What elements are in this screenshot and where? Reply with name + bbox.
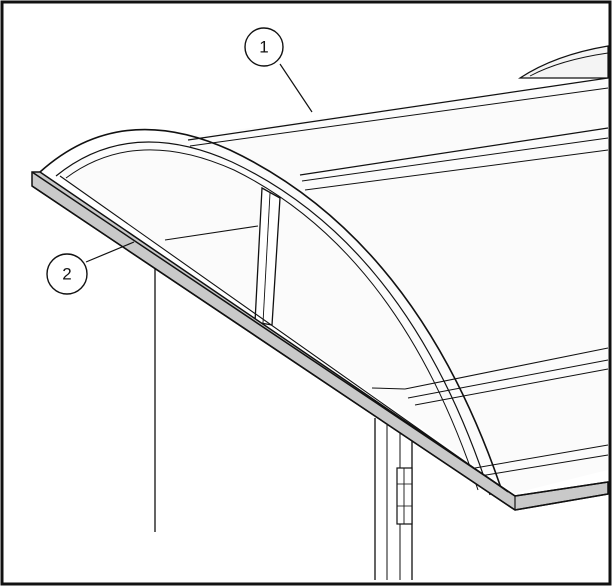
ridge-line-mid-a xyxy=(299,127,609,176)
rear-hump-inner xyxy=(529,52,609,77)
arch-inner-curve-a xyxy=(55,141,491,496)
glazing-lower-rail-b xyxy=(479,454,609,477)
callout-1-circle xyxy=(244,27,284,67)
callout-1: 1 xyxy=(244,27,313,113)
callout-2: 2 xyxy=(46,241,135,295)
glazing-lower-rail xyxy=(474,444,609,469)
front-edge-strip xyxy=(31,171,609,511)
arch-inner-curve-b xyxy=(65,149,479,491)
support-strut xyxy=(254,186,281,326)
callout-1-leader xyxy=(279,63,313,113)
glazing-rear-rail-b xyxy=(407,359,609,399)
front-inner-rail xyxy=(59,175,509,493)
ridge-line-mid-b xyxy=(301,137,609,182)
strut-edge xyxy=(262,192,271,324)
edge-strip-top-line xyxy=(31,171,516,497)
arch-outer-curve xyxy=(39,128,506,501)
edge-strip-side-top xyxy=(514,481,609,497)
canopy-glazing xyxy=(60,77,609,493)
edge-strip-side-bottom xyxy=(514,493,609,511)
hinge-plate xyxy=(396,467,413,525)
edge-strip-bottom-line xyxy=(31,185,516,511)
ridge-line-top-b xyxy=(189,87,609,147)
glazing-back-edge xyxy=(164,225,259,241)
rear-arch-hump xyxy=(517,45,609,79)
callout-2-leader xyxy=(85,241,135,263)
ridge-line-top-a xyxy=(187,77,609,141)
ridge-line-mid-c xyxy=(304,149,609,191)
callout-1-label: 1 xyxy=(259,38,268,57)
callout-2-label: 2 xyxy=(62,265,71,284)
callout-2-circle xyxy=(46,253,88,295)
door-hinge xyxy=(396,467,413,525)
glazing-rear-rail-a xyxy=(404,347,609,390)
glazing-sheet xyxy=(60,78,608,493)
glazing-rear-rail-c xyxy=(414,368,609,406)
glazing-inner-step xyxy=(371,387,406,390)
front-arch xyxy=(39,128,506,501)
